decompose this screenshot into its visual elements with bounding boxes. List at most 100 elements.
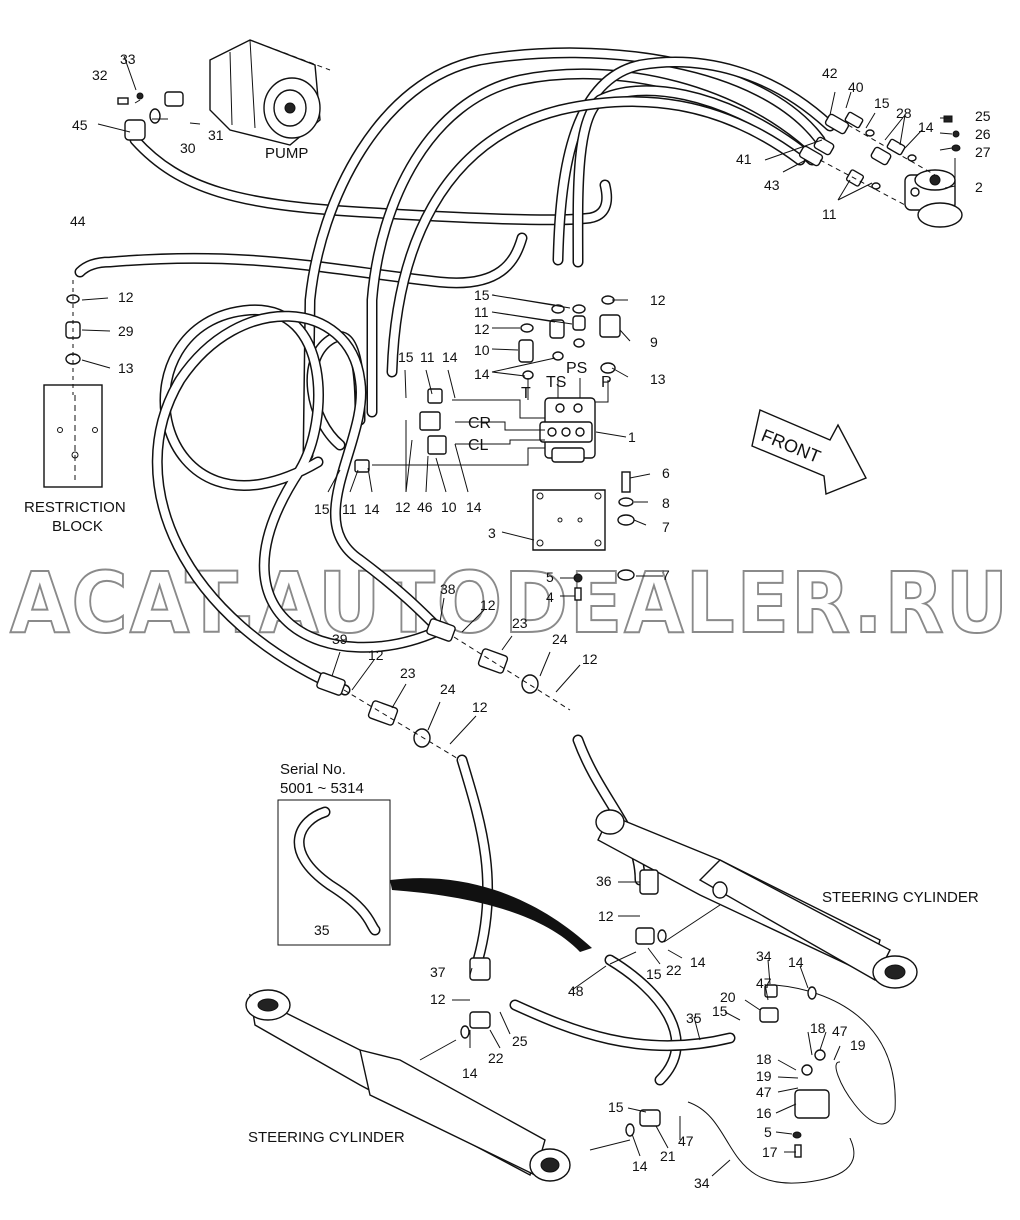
callout: 22 bbox=[488, 1050, 504, 1066]
callout: 11 bbox=[822, 206, 837, 222]
callout: 15 bbox=[646, 966, 662, 982]
callout: 15 bbox=[608, 1099, 624, 1115]
callout: 35 bbox=[314, 922, 330, 938]
caption-restriction-block-1: RESTRICTION bbox=[24, 499, 126, 516]
callout: 7 bbox=[662, 567, 670, 583]
steering-cylinder-left-icon bbox=[245, 989, 571, 1182]
callout: 4 bbox=[546, 589, 554, 605]
callout: 14 bbox=[690, 954, 706, 970]
callout: 1 bbox=[628, 429, 636, 445]
callout: 5 bbox=[764, 1124, 772, 1140]
callout: 14 bbox=[364, 501, 380, 517]
mounting-plate-icon bbox=[532, 471, 635, 601]
callout: 23 bbox=[400, 665, 416, 681]
callout: 38 bbox=[440, 581, 456, 597]
hose-34-lower bbox=[687, 1101, 855, 1184]
restriction-block-icon bbox=[43, 280, 103, 488]
callout: 25 bbox=[512, 1033, 528, 1049]
callout: 27 bbox=[975, 144, 991, 160]
callout: 11 bbox=[342, 501, 357, 517]
callout: 10 bbox=[474, 342, 490, 358]
lower-fittings-icon bbox=[419, 869, 830, 1158]
callout: 10 bbox=[441, 499, 457, 515]
callout: 20 bbox=[720, 989, 736, 1005]
caption-steering-cylinder-left: STEERING CYLINDER bbox=[248, 1129, 405, 1146]
callout: 47 bbox=[756, 1084, 772, 1100]
callout: 9 bbox=[650, 334, 658, 350]
serial-inset bbox=[277, 799, 592, 952]
port-p: P bbox=[601, 374, 612, 391]
control-valve-icon bbox=[539, 397, 596, 463]
steering-cylinder-right-icon bbox=[595, 809, 918, 989]
callout: 31 bbox=[208, 127, 224, 143]
callout: 25 bbox=[975, 108, 991, 124]
callout: 12 bbox=[472, 699, 488, 715]
callout: 12 bbox=[118, 289, 134, 305]
callout: 24 bbox=[440, 681, 456, 697]
callout: 42 bbox=[822, 65, 838, 81]
callout: 35 bbox=[686, 1010, 702, 1026]
callout: 12 bbox=[650, 292, 666, 308]
callout: 18 bbox=[810, 1020, 826, 1036]
port-ps: PS bbox=[566, 360, 587, 377]
callout: 15 bbox=[474, 287, 490, 303]
callout: 12 bbox=[480, 597, 496, 613]
caption-serial-range: 5001 ~ 5314 bbox=[280, 780, 364, 797]
callout: 48 bbox=[568, 983, 584, 999]
callout: 14 bbox=[474, 366, 490, 382]
callout: 7 bbox=[662, 519, 670, 535]
callout: 8 bbox=[662, 495, 670, 511]
callout: 41 bbox=[736, 151, 752, 167]
callout: 28 bbox=[896, 105, 912, 121]
leader-lines bbox=[81, 55, 956, 1177]
upper-fittings-icon bbox=[798, 111, 961, 206]
steering-unit-icon bbox=[904, 169, 963, 228]
callout: 34 bbox=[756, 948, 772, 964]
callout: 14 bbox=[632, 1158, 648, 1174]
caption-serial-title: Serial No. bbox=[280, 761, 346, 778]
callout: 19 bbox=[756, 1068, 772, 1084]
callout: 29 bbox=[118, 323, 134, 339]
callout: 14 bbox=[918, 119, 934, 135]
callout: 12 bbox=[598, 908, 614, 924]
callout: 21 bbox=[660, 1148, 676, 1164]
callout: 19 bbox=[850, 1037, 866, 1053]
callout: 12 bbox=[395, 499, 411, 515]
callout: 33 bbox=[120, 51, 136, 67]
caption-restriction-block-2: BLOCK bbox=[52, 518, 103, 535]
callout: 11 bbox=[420, 349, 435, 365]
middle-fittings-icon bbox=[316, 618, 571, 761]
callout: 15 bbox=[712, 1003, 728, 1019]
callout: 13 bbox=[118, 360, 134, 376]
callout: 12 bbox=[582, 651, 598, 667]
callout: 30 bbox=[180, 140, 196, 156]
callout: 12 bbox=[368, 647, 384, 663]
watermark: ACAT.AUTODEALER.RU bbox=[10, 554, 1010, 652]
callout: 47 bbox=[832, 1023, 848, 1039]
port-t: T bbox=[521, 385, 531, 402]
callouts: 33 32 45 30 31 42 40 15 28 14 25 26 27 4… bbox=[70, 51, 991, 1191]
callout: 44 bbox=[70, 213, 86, 229]
port-cl: CL bbox=[468, 437, 489, 454]
callout: 40 bbox=[848, 79, 864, 95]
callout: 5 bbox=[546, 569, 554, 585]
callout: 36 bbox=[596, 873, 612, 889]
callout: 23 bbox=[512, 615, 528, 631]
callout: 15 bbox=[314, 501, 330, 517]
callout: 43 bbox=[764, 177, 780, 193]
front-arrow-icon: FRONT bbox=[751, 409, 867, 495]
callout: 22 bbox=[666, 962, 682, 978]
pump-fitting-icon bbox=[117, 91, 184, 141]
callout: 13 bbox=[650, 371, 666, 387]
callout: 3 bbox=[488, 525, 496, 541]
callout: 46 bbox=[417, 499, 433, 515]
port-cr: CR bbox=[468, 415, 491, 432]
caption-pump: PUMP bbox=[265, 145, 308, 162]
callout: 47 bbox=[678, 1133, 694, 1149]
pump-icon bbox=[209, 39, 331, 146]
callout: 24 bbox=[552, 631, 568, 647]
callout: 18 bbox=[756, 1051, 772, 1067]
hose-34-upper bbox=[774, 984, 896, 1125]
